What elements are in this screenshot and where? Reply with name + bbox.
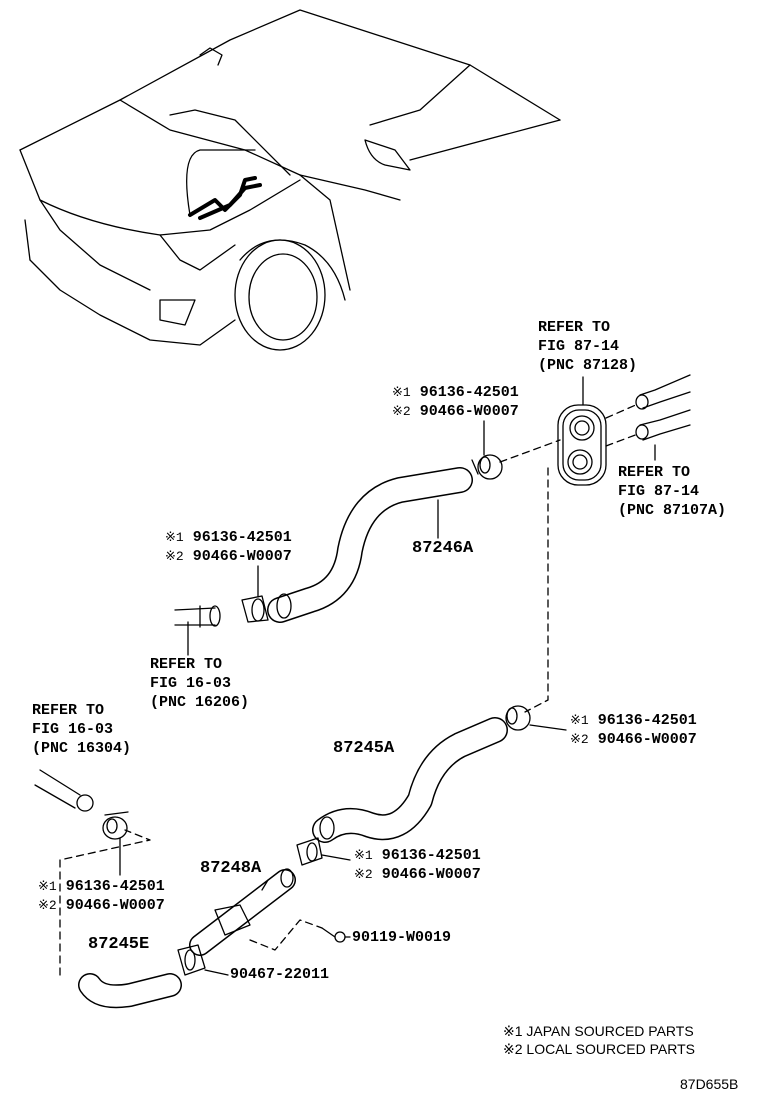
ref-line: REFER TO bbox=[150, 656, 223, 673]
ref-fig-87-14-pnc-87107A: REFER TO FIG 87-14 (PNC 87107A) bbox=[618, 463, 726, 520]
pipes-87107A bbox=[635, 374, 691, 441]
part-label-87248A[interactable]: 87248A bbox=[200, 859, 262, 878]
dashed-guides bbox=[59, 403, 639, 976]
grommet-87128 bbox=[557, 404, 607, 486]
figure-id: 87D655B bbox=[680, 1076, 739, 1092]
mark: ※1 bbox=[354, 848, 373, 863]
part-number[interactable]: 90466-W0007 bbox=[192, 548, 292, 565]
mark: ※2 bbox=[354, 867, 373, 882]
ref-line: (PNC 16206) bbox=[150, 694, 250, 711]
clip-90467 bbox=[177, 944, 206, 976]
clamp-callout: ※1 96136-42501 ※2 90466-W0007 bbox=[165, 528, 292, 566]
mark: ※2 bbox=[392, 404, 411, 419]
ref-line: FIG 16-03 bbox=[150, 675, 232, 692]
mark: ※2 bbox=[38, 898, 57, 913]
part-label-90467-22011[interactable]: 90467-22011 bbox=[230, 966, 330, 983]
mark: ※1 bbox=[38, 879, 57, 894]
clamp bbox=[102, 811, 129, 840]
part-number[interactable]: 90466-W0007 bbox=[419, 403, 519, 420]
part-number[interactable]: 90466-W0007 bbox=[597, 731, 697, 748]
clamp bbox=[471, 454, 503, 480]
part-label-87245A[interactable]: 87245A bbox=[333, 739, 395, 758]
mark: ※2 bbox=[165, 549, 184, 564]
ref-line: FIG 16-03 bbox=[32, 721, 114, 738]
mark: ※1 bbox=[570, 713, 589, 728]
clamp-callout: ※1 96136-42501 ※2 90466-W0007 bbox=[354, 846, 481, 884]
leader-lines bbox=[119, 376, 656, 976]
part-number[interactable]: 96136-42501 bbox=[65, 878, 165, 895]
mark: ※2 bbox=[570, 732, 589, 747]
hose-87245E bbox=[78, 973, 182, 1009]
clamp bbox=[296, 837, 323, 866]
ref-line: FIG 87-14 bbox=[538, 338, 620, 355]
vehicle-outline bbox=[19, 9, 561, 351]
ref-line: REFER TO bbox=[618, 464, 691, 481]
part-number[interactable]: 96136-42501 bbox=[419, 384, 519, 401]
ref-line: REFER TO bbox=[32, 702, 105, 719]
ref-line: (PNC 16304) bbox=[32, 740, 132, 757]
clamp bbox=[241, 595, 269, 623]
bolt-90119 bbox=[321, 927, 346, 943]
part-number[interactable]: 90466-W0007 bbox=[381, 866, 481, 883]
mark: ※1 bbox=[392, 385, 411, 400]
part-number[interactable]: 90466-W0007 bbox=[65, 897, 165, 914]
clamp-callout: ※1 96136-42501 ※2 90466-W0007 bbox=[570, 711, 697, 749]
legend-note-local: ※2 LOCAL SOURCED PARTS bbox=[503, 1041, 695, 1057]
part-label-90119-W0019[interactable]: 90119-W0019 bbox=[352, 929, 452, 946]
part-number[interactable]: 96136-42501 bbox=[597, 712, 697, 729]
hose-highlight-in-vehicle bbox=[188, 176, 262, 220]
clamp-callout: ※1 96136-42501 ※2 90466-W0007 bbox=[392, 383, 519, 421]
part-label-87245E[interactable]: 87245E bbox=[88, 935, 150, 954]
part-number[interactable]: 96136-42501 bbox=[192, 529, 292, 546]
part-number[interactable]: 96136-42501 bbox=[381, 847, 481, 864]
pipe-16304 bbox=[34, 769, 94, 812]
ref-line: REFER TO bbox=[538, 319, 611, 336]
mark: ※1 bbox=[165, 530, 184, 545]
clamp bbox=[505, 705, 531, 731]
ref-line: (PNC 87107A) bbox=[618, 502, 727, 519]
hose-87245A bbox=[312, 717, 508, 843]
clamp-callout: ※1 96136-42501 ※2 90466-W0007 bbox=[38, 877, 165, 915]
ref-fig-16-03-pnc-16304: REFER TO FIG 16-03 (PNC 16304) bbox=[32, 701, 131, 758]
pipe-87248A bbox=[189, 868, 296, 956]
ref-line: (PNC 87128) bbox=[538, 357, 638, 374]
hose-87246A bbox=[267, 467, 473, 623]
part-label-87246A[interactable]: 87246A bbox=[412, 539, 474, 558]
pipe-16206 bbox=[174, 605, 221, 628]
ref-fig-87-14-pnc-87128: REFER TO FIG 87-14 (PNC 87128) bbox=[538, 318, 637, 375]
ref-line: FIG 87-14 bbox=[618, 483, 700, 500]
legend-note-japan: ※1 JAPAN SOURCED PARTS bbox=[503, 1023, 694, 1039]
ref-fig-16-03-pnc-16206: REFER TO FIG 16-03 (PNC 16206) bbox=[150, 655, 249, 712]
